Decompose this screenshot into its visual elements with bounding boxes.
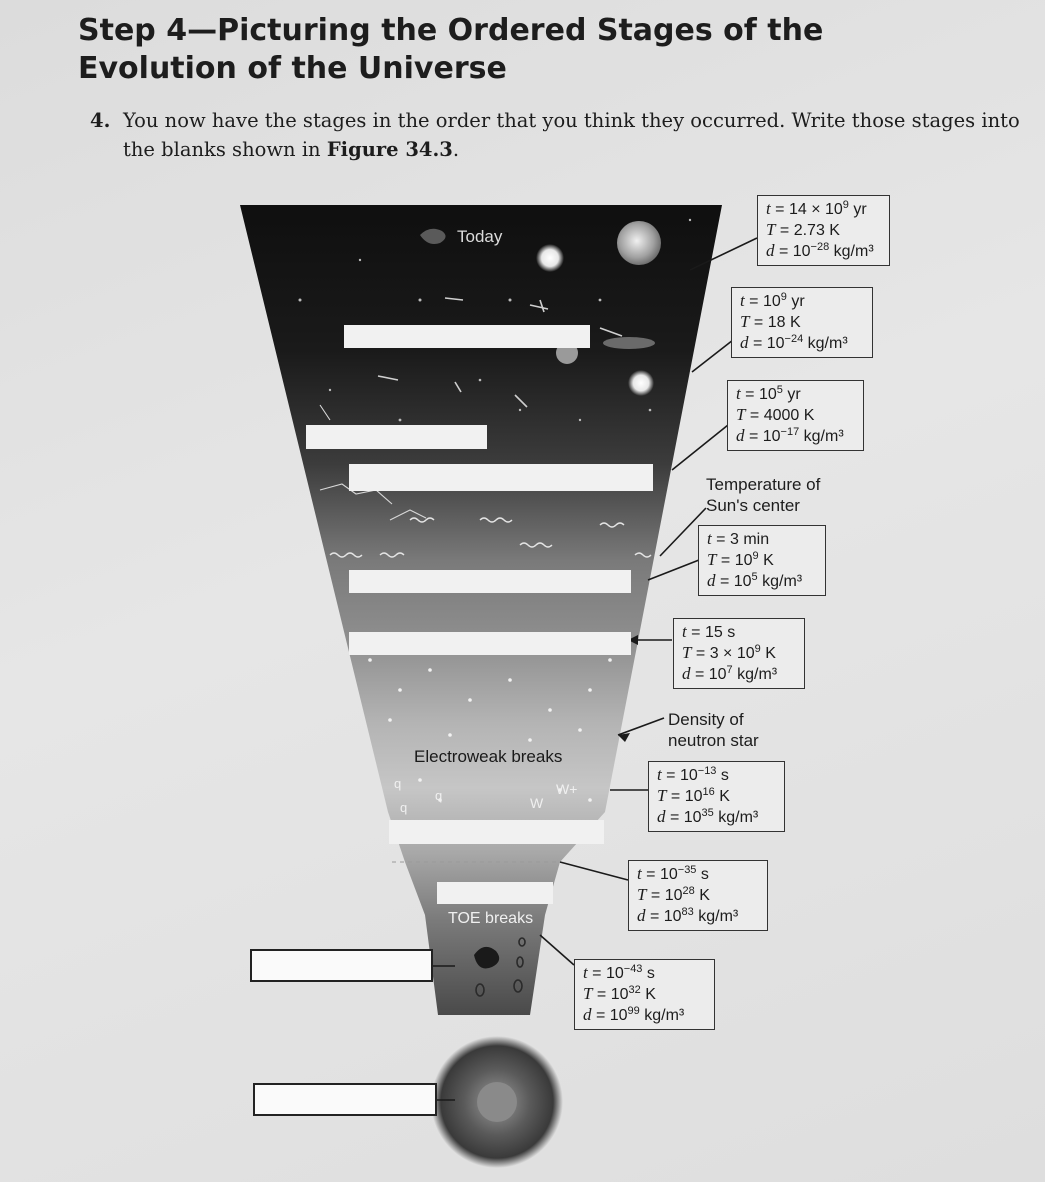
temperature-line: T = 18 K	[740, 312, 801, 331]
spiral-galaxy-icon	[603, 337, 655, 349]
time-line: t = 15 s	[682, 622, 736, 641]
temperature-line: T = 3 × 109 K	[682, 643, 776, 662]
stage-box-4: t = 3 min T = 109 K d = 105 kg/m³	[698, 525, 826, 596]
universe-cone	[240, 205, 722, 1015]
motion-arrows	[377, 297, 623, 408]
label-w-plus: W+	[556, 781, 577, 797]
planet-icon	[617, 221, 661, 265]
stage-box-2: t = 109 yr T = 18 K d = 10−24 kg/m³	[731, 287, 873, 358]
time-line: t = 3 min	[707, 529, 770, 548]
star-field	[298, 218, 692, 422]
label-electroweak: Electroweak breaks	[414, 747, 562, 766]
answer-blank-6[interactable]	[389, 820, 604, 844]
bright-star	[536, 244, 564, 272]
stage-box-1: t = 14 × 109 yr T = 2.73 K d = 10−28 kg/…	[757, 195, 890, 266]
pointer-lines	[539, 237, 758, 966]
answer-blank-8[interactable]	[250, 949, 433, 982]
time-line: t = 105 yr	[736, 384, 801, 403]
star-burst-icon	[628, 370, 654, 396]
temperature-line: T = 1032 K	[583, 984, 656, 1003]
answer-blank-9[interactable]	[253, 1083, 437, 1116]
density-line: d = 1035 kg/m³	[657, 807, 759, 826]
stage-box-5: t = 15 s T = 3 × 109 K d = 107 kg/m³	[673, 618, 805, 689]
density-line: d = 105 kg/m³	[707, 571, 803, 590]
question-text: You now have the stages in the order tha…	[123, 106, 1023, 164]
arrowhead	[628, 635, 638, 645]
toe-particles	[475, 937, 526, 997]
stage-box-3: t = 105 yr T = 4000 K d = 10−17 kg/m³	[727, 380, 864, 451]
label-w: W	[530, 795, 544, 811]
stage-box-6: t = 10−13 s T = 1016 K d = 1035 kg/m³	[648, 761, 785, 832]
figure-reference: Figure 34.3	[326, 138, 453, 161]
stage-box-8: t = 10−43 s T = 1032 K d = 1099 kg/m³	[574, 959, 715, 1030]
quantum-foam-icon	[474, 946, 500, 969]
temperature-line: T = 4000 K	[736, 405, 815, 424]
question-text-a: You now have the stages in the order tha…	[123, 109, 1020, 161]
time-line: t = 109 yr	[740, 291, 805, 310]
time-line: t = 10−43 s	[583, 963, 655, 982]
arrowhead	[618, 733, 630, 742]
temperature-line: T = 2.73 K	[766, 220, 840, 239]
note-sun-center: Temperature of Sun's center	[706, 475, 821, 515]
answer-blank-5[interactable]	[349, 632, 631, 655]
density-line: d = 1083 kg/m³	[637, 906, 739, 925]
answer-blank-4[interactable]	[349, 570, 631, 593]
label-today: Today	[457, 227, 503, 246]
density-line: d = 10−17 kg/m³	[736, 426, 844, 445]
big-bang-core	[477, 1082, 517, 1122]
particle-dots	[368, 658, 612, 802]
time-line: t = 10−35 s	[637, 864, 709, 883]
page-title: Step 4—Picturing the Ordered Stages of t…	[78, 13, 824, 86]
temperature-line: T = 1028 K	[637, 885, 710, 904]
nebula-icon	[420, 228, 446, 244]
label-quark: q	[394, 776, 401, 791]
density-line: d = 107 kg/m³	[682, 664, 778, 683]
time-line: t = 10−13 s	[657, 765, 729, 784]
answer-blank-3[interactable]	[349, 464, 653, 491]
density-line: d = 1099 kg/m³	[583, 1005, 685, 1024]
stage-box-7: t = 10−35 s T = 1028 K d = 1083 kg/m³	[628, 860, 768, 931]
time-line: t = 14 × 109 yr	[766, 199, 867, 218]
temperature-line: T = 1016 K	[657, 786, 730, 805]
note-neutron-star: Density of neutron star	[668, 710, 759, 750]
temperature-line: T = 109 K	[707, 550, 774, 569]
density-line: d = 10−24 kg/m³	[740, 333, 848, 352]
question-text-b: .	[452, 138, 460, 161]
label-toe: TOE breaks	[448, 910, 533, 927]
label-quark: q	[435, 788, 442, 803]
question-number: 4.	[90, 109, 111, 132]
answer-blank-7[interactable]	[437, 882, 553, 904]
photon-waves	[329, 517, 652, 558]
answer-blank-1[interactable]	[344, 325, 590, 348]
density-line: d = 10−28 kg/m³	[766, 241, 874, 260]
label-quark: q	[400, 800, 407, 815]
constellation-lines	[319, 404, 427, 521]
answer-blank-2[interactable]	[306, 425, 487, 449]
